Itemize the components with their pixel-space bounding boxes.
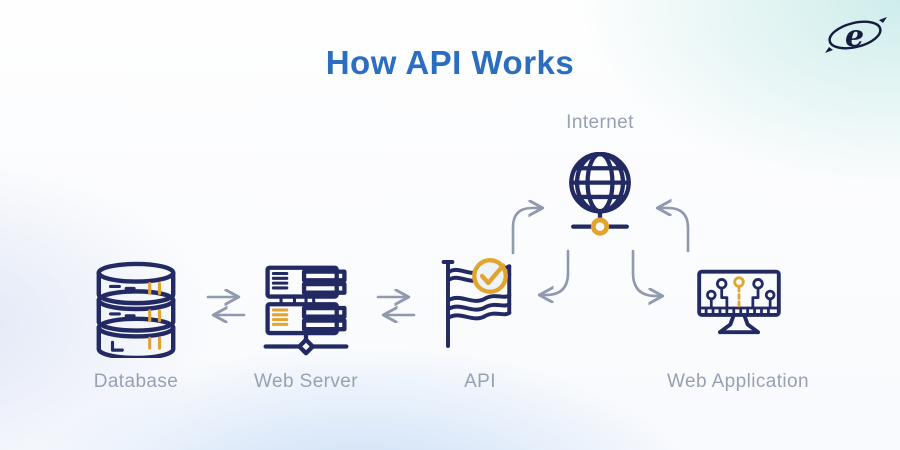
database-cylinders (96, 261, 176, 358)
logo-glyph: e (845, 19, 864, 54)
arrow-webapp-to-internet (658, 208, 690, 253)
web-application-icon (697, 269, 781, 335)
database-icon (96, 261, 176, 358)
server-racks (263, 265, 349, 356)
monitor (697, 269, 781, 335)
network-node (571, 209, 629, 236)
internet-globe-icon (569, 152, 631, 236)
arrow-api-to-internet (511, 208, 542, 255)
arrow-internet-to-webapp (631, 249, 662, 296)
check-badge-icon (472, 258, 508, 294)
internet-label: Internet (566, 112, 634, 133)
circuit-nodes (706, 276, 776, 308)
api-icon (441, 258, 512, 348)
web-server-label: Web Server (254, 371, 358, 392)
api-label: API (464, 371, 496, 392)
web-server-icon (263, 265, 349, 356)
page-title: How API Works (325, 44, 575, 81)
database-label: Database (93, 371, 179, 392)
web-application-label: Web Application (667, 371, 809, 392)
api-flag (441, 260, 512, 348)
brand-e-logo-icon: e (825, 17, 887, 54)
arrow-internet-to-api (540, 249, 570, 295)
